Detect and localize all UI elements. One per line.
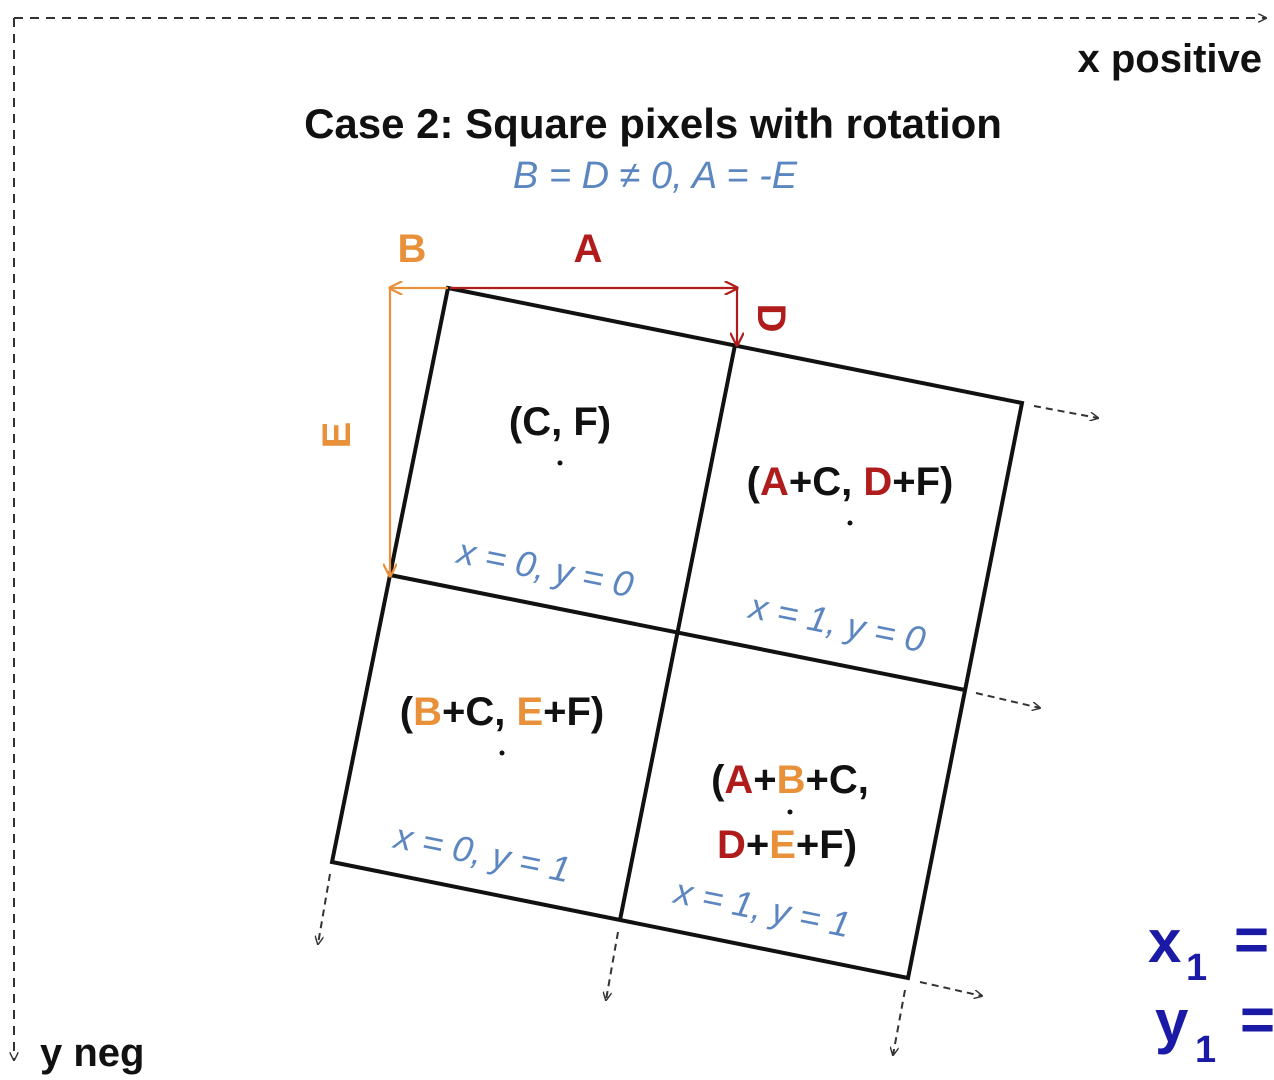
grid-outline — [329, 285, 1025, 981]
cell-11-center-label-line2: D+E+F) — [717, 823, 857, 867]
label-segment: +F) — [543, 690, 604, 734]
formula-y1-eq: = — [1240, 986, 1274, 1053]
cell-01-center-label: (B+C, E+F) — [400, 690, 605, 734]
cell-10-center-dot — [847, 520, 853, 526]
label-segment: B — [777, 758, 806, 802]
label-segment: + — [753, 758, 776, 802]
cell-00-center-label: (C, F) — [509, 400, 611, 444]
label-segment: +F) — [796, 823, 857, 867]
formula-y1: y 1 = — [1155, 986, 1274, 1071]
y-axis-label: y neg — [40, 1031, 144, 1075]
label-segment: ( — [711, 758, 725, 802]
label-segment: A — [724, 758, 753, 802]
continue-right-row2 — [919, 981, 982, 996]
pixel-grid — [329, 285, 1025, 981]
diagram-subtitle: B = D ≠ 0, A = -E — [513, 155, 798, 197]
label-segment: +C, — [806, 758, 869, 802]
cell-10-center-label: (A+C, D+F) — [747, 460, 954, 504]
continuation-arrows — [318, 405, 1098, 1055]
cell-01-center-dot — [499, 750, 505, 756]
cell-11-center-label-line1: (A+B+C, — [711, 758, 869, 802]
continue-down-col1 — [606, 931, 619, 1000]
formula-x1-sub: 1 — [1186, 947, 1207, 989]
label-segment: +C, — [442, 690, 516, 734]
formula-y1-sub: 1 — [1195, 1029, 1216, 1071]
label-segment: E — [516, 690, 543, 734]
label-segment: D — [717, 823, 746, 867]
continue-down-col2 — [893, 989, 906, 1055]
label-segment: +C, — [789, 460, 863, 504]
formula-x1-eq: = — [1234, 906, 1269, 973]
label-segment: A — [760, 460, 789, 504]
label-segment: B — [413, 690, 442, 734]
cell-11-center-dot — [787, 809, 793, 815]
label-A: A — [574, 227, 603, 271]
label-segment: D — [863, 460, 892, 504]
label-segment: ( — [400, 690, 414, 734]
label-E: E — [315, 422, 359, 449]
diagram-title: Case 2: Square pixels with rotation — [304, 100, 1002, 147]
continue-right-row1 — [975, 692, 1040, 708]
x-axis-label: x positive — [1077, 37, 1262, 81]
label-D: D — [749, 304, 793, 333]
grid-horizontal-divider — [389, 573, 966, 692]
continue-down-col0 — [318, 873, 331, 944]
cell-00-center-dot — [557, 460, 563, 466]
formula-x1: x 1 = — [1148, 906, 1269, 989]
label-segment: E — [769, 823, 796, 867]
label-segment: +F) — [892, 460, 953, 504]
label-segment: ( — [747, 460, 761, 504]
cell-10-index-label: x = 1, y = 0 — [744, 585, 929, 660]
label-segment: + — [746, 823, 769, 867]
continue-right-row0 — [1033, 405, 1098, 418]
label-B: B — [398, 227, 427, 271]
formula-x1-var: x — [1148, 908, 1181, 975]
formula-y1-var: y — [1155, 988, 1189, 1055]
